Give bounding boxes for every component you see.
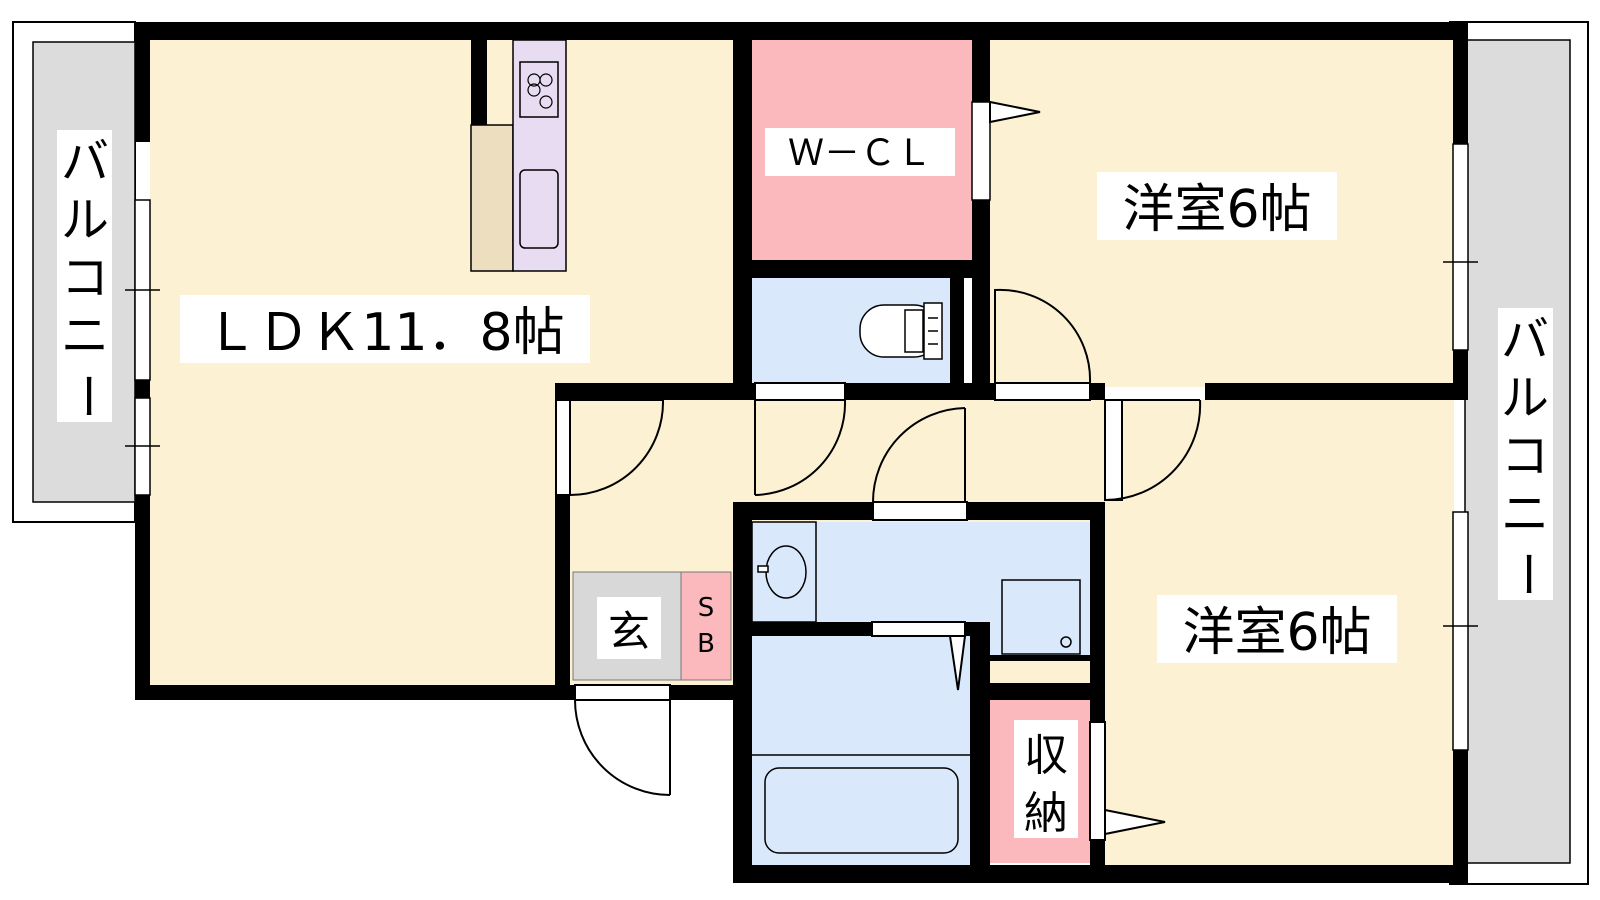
door-western-upper [994, 288, 1092, 401]
shoe-box-label-b: B [697, 629, 715, 659]
door-ldk [555, 399, 665, 496]
balcony-right-char: ニ [1501, 486, 1549, 542]
entrance-label: 玄 [608, 607, 650, 656]
balcony-right-char: ー [1499, 550, 1555, 598]
balcony-left-char: ー [59, 372, 115, 420]
kitchen [470, 39, 567, 272]
shoe-box-label-s: S [698, 593, 715, 623]
balcony-left [12, 21, 136, 523]
wcl-label: Ｗ－ＣＬ [788, 133, 932, 174]
doors [555, 100, 1202, 841]
windows [134, 101, 1469, 751]
balcony-left-char: ニ [61, 308, 109, 364]
balcony-right-char: ル [1501, 370, 1549, 426]
door-bathroom [871, 621, 967, 691]
door-storage [1089, 721, 1166, 841]
ldk-label: ＬＤＫ11．8帖 [205, 303, 564, 363]
door-washroom [872, 407, 968, 521]
door-entrance [574, 684, 671, 796]
balcony-right-label: バ ル コ ニ ー [1499, 312, 1555, 598]
balcony-left-char: バ [61, 134, 109, 190]
balcony-left-char: コ [61, 250, 109, 306]
balcony-left-label: バ ル コ ニ ー [59, 134, 115, 420]
shoe-box-floor [680, 571, 732, 681]
balcony-right-char: バ [1501, 312, 1549, 368]
washing-machine-icon [1001, 579, 1081, 655]
door-western-lower [1104, 399, 1202, 502]
storage-label-bottom: 納 [1024, 788, 1068, 839]
western-room-upper-label: 洋室6帖 [1122, 180, 1311, 240]
walls [135, 22, 1468, 883]
door-wcl [989, 100, 1041, 124]
balcony-left-char: ル [61, 192, 109, 248]
washbasin-icon [751, 521, 817, 623]
western-room-lower-label: 洋室6帖 [1182, 603, 1371, 663]
bathtub-icon [752, 754, 970, 854]
sink-icon [519, 169, 559, 249]
storage-label-top: 収 [1024, 730, 1068, 781]
door-toilet [754, 382, 847, 496]
toilet-icon [859, 302, 943, 360]
stove-icon [519, 61, 559, 118]
balcony-right-char: コ [1501, 428, 1549, 484]
